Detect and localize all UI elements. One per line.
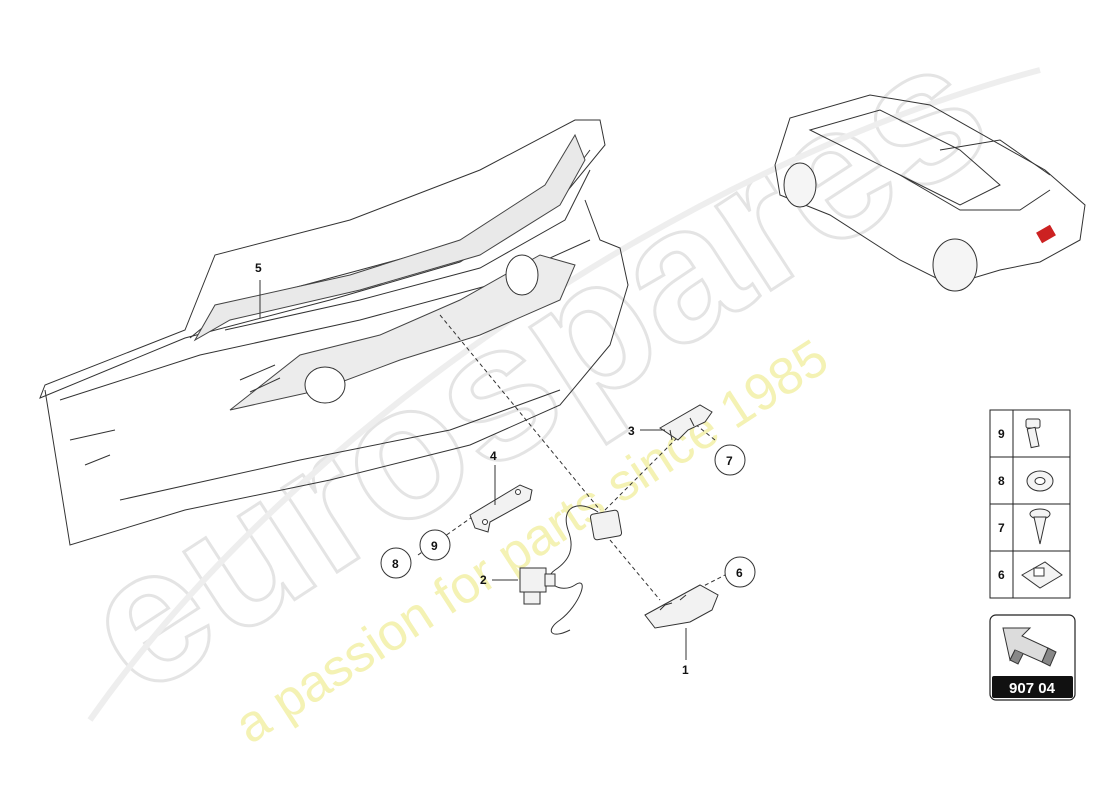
circled-callouts: 7 6 9 8 [380,444,756,588]
legend-num-6: 6 [998,568,1005,582]
callout-5: 5 [255,261,262,275]
car-camera-highlight [1036,224,1056,244]
callout-4: 4 [490,449,497,463]
part-1-trim [644,584,719,629]
legend-num-8: 8 [998,474,1005,488]
watermark-brand: eurospares [47,0,1022,734]
callout-9: 9 [431,539,438,553]
car-rear-wheel [932,238,978,292]
camera-body [589,509,623,541]
connector-body [519,567,547,593]
arrow-icon [1002,627,1057,667]
washer-icon [1026,470,1054,492]
part-3-bracket [659,404,713,441]
callout-3: 3 [628,424,635,438]
callout-6: 6 [736,566,743,580]
legend-num-7: 7 [998,521,1005,535]
callout-7: 7 [726,454,733,468]
callout-2: 2 [480,573,487,587]
callout-8: 8 [392,557,399,571]
exhaust-right [505,254,539,296]
callouts: 5 4 3 2 1 [255,261,689,677]
legend-num-9: 9 [998,427,1005,441]
car-front-wheel [783,162,817,208]
part-4-bracket [469,484,533,533]
camera-harness [519,505,623,635]
diagram-code: 907 04 [1009,680,1056,697]
spring-nut-icon [1021,561,1063,589]
callout-1: 1 [682,663,689,677]
hardware-legend: 9 8 7 6 [989,409,1071,599]
rear-bumper [39,119,629,546]
diagram-code-box: 907 04 [989,614,1076,701]
bolt-icon [1025,418,1041,449]
exhaust-left [304,366,346,404]
car-thumbnail [774,94,1086,292]
watermark: eurospares a passion for parts since 198… [45,0,1041,755]
upper-grille [193,133,586,342]
expanding-rivet-icon [1029,508,1051,545]
